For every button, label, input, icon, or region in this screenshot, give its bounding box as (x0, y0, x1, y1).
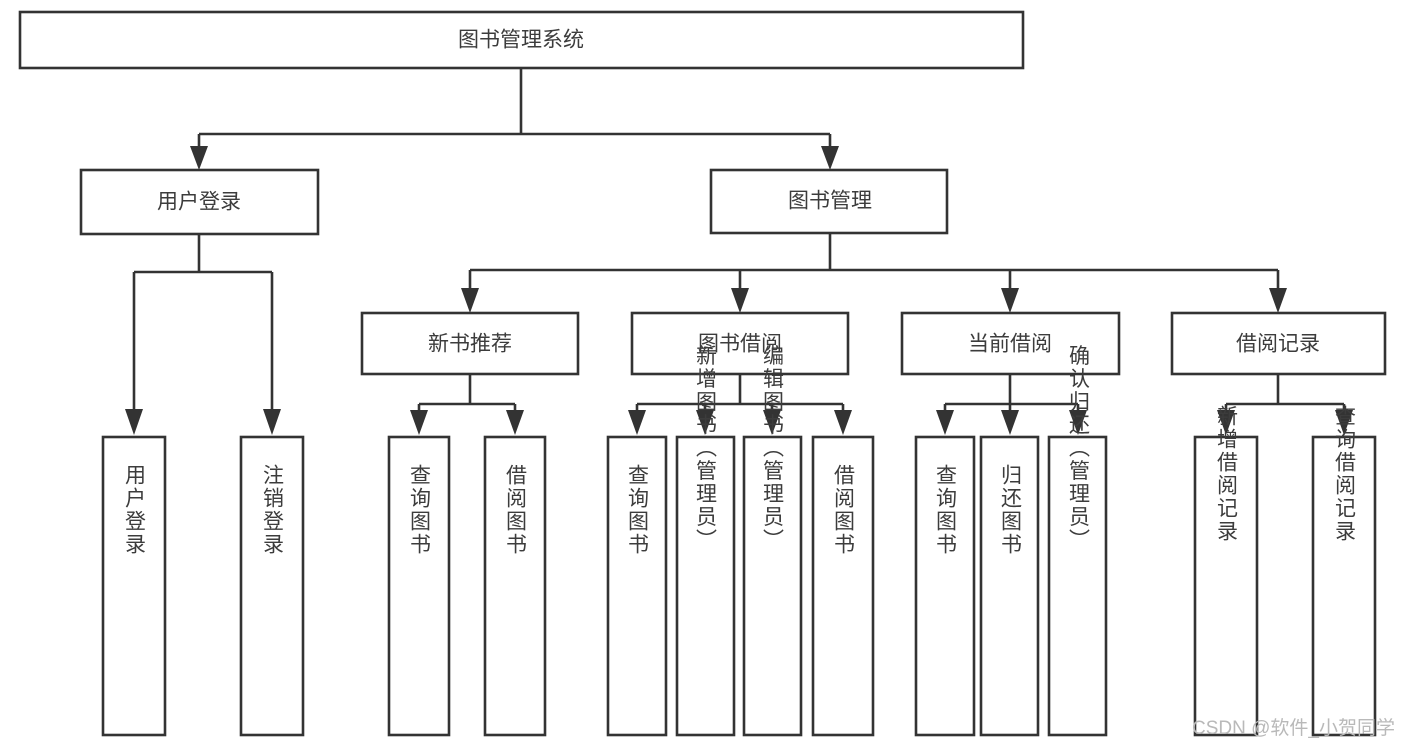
leaf-bb-edit-book[interactable]: 编辑图书（管理员） (742, 345, 803, 737)
arrowhead-nb-leaf1 (410, 410, 428, 435)
leaf-cb-query-book-label: 查询图书 (934, 464, 958, 556)
arrowhead-current-borrow (1001, 288, 1019, 313)
leaf-user-logout[interactable]: 注销登录 (239, 435, 305, 737)
arrowhead-new-book (461, 288, 479, 313)
leaf-nb-query-book-box[interactable] (387, 435, 451, 737)
node-user-login-label: 用户登录 (157, 191, 241, 214)
leaf-cb-confirm-return-label: 确认归还（管理员） (1067, 345, 1091, 552)
leaf-cb-confirm-return[interactable]: 确认归还（管理员） (1047, 345, 1108, 737)
node-new-book-recommend-label: 新书推荐 (428, 333, 512, 356)
node-borrow-record[interactable]: 借阅记录 (1170, 311, 1387, 376)
node-user-login-box[interactable] (79, 168, 320, 236)
leaf-bb-add-book[interactable]: 新增图书（管理员） (675, 345, 736, 737)
leaf-bb-add-book-box[interactable] (675, 435, 736, 737)
leaf-br-add-record-label: 新增借阅记录 (1215, 405, 1239, 543)
leaf-cb-query-book-box[interactable] (914, 435, 976, 737)
arrowhead-leaf-user-logout (263, 409, 281, 435)
node-book-borrow-label: 图书借阅 (698, 333, 782, 356)
leaf-br-query-record-box[interactable] (1311, 435, 1377, 737)
leaf-br-add-record-box[interactable] (1193, 435, 1259, 737)
node-current-borrow-box[interactable] (900, 311, 1121, 376)
arrowhead-br-leaf1 (1217, 410, 1235, 435)
node-borrow-record-label: 借阅记录 (1236, 333, 1320, 356)
arrowhead-bb-leaf3 (763, 410, 781, 435)
leaf-bb-query-book-label: 查询图书 (626, 464, 650, 556)
leaf-cb-confirm-return-box[interactable] (1047, 435, 1108, 737)
leaf-bb-query-book-box[interactable] (606, 435, 668, 737)
leaf-bb-query-book[interactable]: 查询图书 (606, 435, 668, 737)
node-new-book-recommend-box[interactable] (360, 311, 580, 376)
leaf-bb-edit-book-box[interactable] (742, 435, 803, 737)
leaf-nb-query-book-label: 查询图书 (408, 464, 432, 556)
leaf-br-query-record[interactable]: 查询借阅记录 (1311, 405, 1377, 737)
arrowhead-leaf-user-login (125, 409, 143, 435)
leaf-bb-add-book-label: 新增图书（管理员） (694, 345, 718, 552)
node-root-label: 图书管理系统 (458, 29, 584, 52)
arrowhead-book-borrow (731, 288, 749, 313)
arrowhead-cb-leaf3 (1069, 410, 1087, 435)
arrowhead-user-login (190, 146, 208, 170)
node-user-login[interactable]: 用户登录 (79, 168, 320, 236)
arrowhead-br-leaf2 (1335, 410, 1353, 435)
leaf-user-login-label: 用户登录 (123, 464, 147, 556)
leaf-user-login-box[interactable] (101, 435, 167, 737)
node-root-box[interactable] (18, 10, 1025, 70)
leaf-br-add-record[interactable]: 新增借阅记录 (1193, 405, 1259, 737)
leaf-cb-return-book-label: 归还图书 (999, 464, 1023, 556)
arrowhead-borrow-record (1269, 288, 1287, 313)
leaf-bb-borrow-book-box[interactable] (811, 435, 875, 737)
arrowhead-book-manage (821, 146, 839, 170)
node-book-management[interactable]: 图书管理 (709, 168, 949, 235)
node-book-management-label: 图书管理 (788, 190, 872, 213)
leaf-br-query-record-label: 查询借阅记录 (1333, 405, 1357, 543)
leaf-bb-borrow-book[interactable]: 借阅图书 (811, 435, 875, 737)
node-book-borrow-box[interactable] (630, 311, 850, 376)
node-borrow-record-box[interactable] (1170, 311, 1387, 376)
arrowhead-cb-leaf1 (936, 410, 954, 435)
leaf-user-login[interactable]: 用户登录 (101, 435, 167, 737)
node-current-borrow-label: 当前借阅 (968, 333, 1052, 356)
leaf-bb-borrow-book-label: 借阅图书 (832, 464, 856, 556)
arrowhead-bb-leaf1 (628, 410, 646, 435)
leaf-cb-query-book[interactable]: 查询图书 (914, 435, 976, 737)
node-root-system[interactable]: 图书管理系统 (18, 10, 1025, 70)
connector-group (125, 68, 1353, 435)
node-book-borrow[interactable]: 图书借阅 (630, 311, 850, 376)
leaf-nb-borrow-book[interactable]: 借阅图书 (483, 435, 547, 737)
arrowhead-nb-leaf2 (506, 410, 524, 435)
arrowhead-bb-leaf4 (834, 410, 852, 435)
leaf-bb-edit-book-label: 编辑图书（管理员） (761, 345, 785, 552)
arrowhead-bb-leaf2 (696, 410, 714, 435)
leaf-nb-borrow-book-label: 借阅图书 (504, 464, 528, 556)
leaf-user-logout-label: 注销登录 (261, 464, 285, 556)
node-new-book-recommend[interactable]: 新书推荐 (360, 311, 580, 376)
leaf-cb-return-book-box[interactable] (979, 435, 1040, 737)
node-book-management-box[interactable] (709, 168, 949, 235)
leaf-nb-borrow-book-box[interactable] (483, 435, 547, 737)
arrowhead-cb-leaf2 (1001, 410, 1019, 435)
node-current-borrow[interactable]: 当前借阅 (900, 311, 1121, 376)
leaf-nb-query-book[interactable]: 查询图书 (387, 435, 451, 737)
leaf-cb-return-book[interactable]: 归还图书 (979, 435, 1040, 737)
leaf-user-logout-box[interactable] (239, 435, 305, 737)
